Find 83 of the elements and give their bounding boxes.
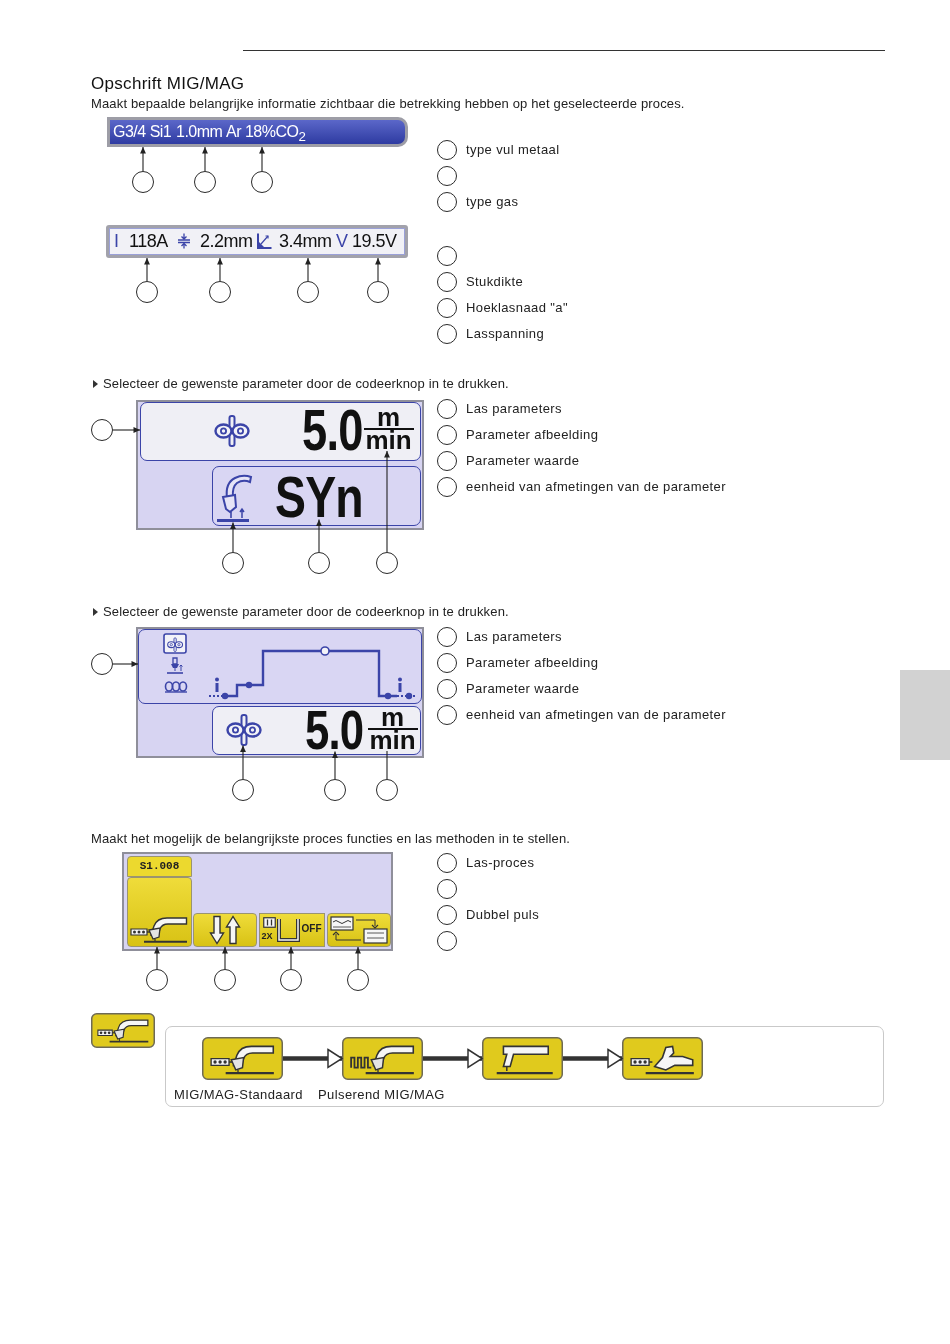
callout-description: Hoeklasnaad "a" <box>466 300 568 316</box>
lcd-screen <box>136 627 424 758</box>
process-caption: Pulserend MIG/MAG <box>318 1087 445 1103</box>
leader-arrow <box>240 744 246 780</box>
callout-description: Las parameters <box>466 401 562 417</box>
display-value: 19.5V <box>352 230 397 253</box>
leader-arrow <box>259 146 265 172</box>
parameter-panel <box>138 629 422 704</box>
parameter-value: 5.0 <box>304 707 363 752</box>
welding-torch-icon <box>91 1013 155 1048</box>
display-bar <box>107 117 408 147</box>
display-value: 3.4mm <box>279 230 332 253</box>
unit-text: m <box>380 706 405 728</box>
parameter-value: 5.0 <box>301 406 363 453</box>
leader-arrow <box>355 946 361 970</box>
lcd-screen <box>136 400 424 530</box>
display-value: 2.2mm <box>200 230 253 253</box>
pulse-torch-icon <box>342 1037 423 1080</box>
unit-text: min <box>369 730 416 751</box>
double-pulse-button <box>259 913 325 947</box>
callout-description: type vul metaal <box>466 142 560 158</box>
unit-text: m <box>376 406 401 428</box>
current-symbol: I <box>114 230 119 253</box>
display-text: G3/4 Si1 <box>113 122 172 142</box>
display-text: Ar 18%CO$_{2}$ <box>226 122 306 144</box>
leader-arrow <box>202 146 208 172</box>
callout-description: Dubbel puls <box>466 907 540 923</box>
callout-description: Las-proces <box>466 855 535 871</box>
parameter-value: SYn <box>274 473 363 520</box>
lcd-screen <box>122 852 393 951</box>
callout-description: eenheid van afmetingen van de parameter <box>466 707 726 723</box>
leader-arrow <box>217 257 223 282</box>
voltage-symbol: V <box>336 230 348 253</box>
block-arrow <box>423 1048 483 1069</box>
leader-arrow <box>305 257 311 282</box>
leader-arrow <box>332 750 338 780</box>
leader-arrow <box>230 521 236 553</box>
leader-arrow <box>222 946 228 970</box>
description-text: Maakt bepaalde belangrijke informatie zichtbaar die betrekking hebben op het geselecteerde proces. <box>91 96 685 112</box>
wire-feed-icon <box>225 713 262 746</box>
callout-description: type gas <box>466 194 519 210</box>
leader-arrow <box>384 450 390 553</box>
leader-arrow <box>144 257 150 282</box>
callout-description: Las parameters <box>466 629 562 645</box>
display-bar <box>106 225 408 258</box>
callout-description: Parameter waarde <box>466 453 580 469</box>
leader-arrow <box>154 946 160 970</box>
leader-arrow <box>112 427 141 433</box>
arrow-button <box>193 913 257 947</box>
callout-description: eenheid van afmetingen van de parameter <box>466 479 726 495</box>
callout-description: Stukdikte <box>466 274 524 290</box>
block-arrow <box>563 1048 623 1069</box>
parameter-panel <box>212 706 421 755</box>
leader-line <box>386 750 388 780</box>
process-sequence-panel <box>165 1026 884 1107</box>
description-text: Maakt het mogelijk de belangrijkste proces functies en las methoden in te stellen. <box>91 831 571 847</box>
unit-text: min <box>365 430 412 451</box>
leader-arrow <box>140 146 146 172</box>
leader-arrow <box>112 661 139 667</box>
instruction-text: Selecteer de gewenste parameter door de codeerknop in te drukken. <box>103 376 509 392</box>
leader-arrow <box>288 946 294 970</box>
callout-description: Parameter waarde <box>466 681 580 697</box>
process-button <box>127 877 192 947</box>
parameter-panel <box>212 466 421 526</box>
welding-torch-icon <box>202 1037 283 1080</box>
leader-arrow <box>316 518 322 553</box>
section-title: Opschrift MIG/MAG <box>91 74 245 94</box>
welding-torch-icon <box>622 1037 703 1080</box>
callout-description: Lasspanning <box>466 326 545 342</box>
button-label: 2X <box>261 930 273 942</box>
callout-description: Parameter afbeelding <box>466 427 599 443</box>
wire-feed-icon <box>213 414 250 447</box>
button-label: OFF <box>301 922 322 934</box>
leader-arrow <box>375 257 381 282</box>
torch-icon <box>482 1037 563 1080</box>
instruction-text: Selecteer de gewenste parameter door de codeerknop in te drukken. <box>103 604 509 620</box>
display-value: 118A <box>129 230 168 253</box>
block-arrow <box>283 1048 343 1069</box>
parameter-panel <box>140 402 421 461</box>
process-caption: MIG/MAG-Standaard <box>174 1087 303 1103</box>
callout-description: Parameter afbeelding <box>466 655 599 671</box>
display-text: 1.0mm <box>176 122 223 142</box>
menu-tab: S1.008 <box>127 856 192 877</box>
